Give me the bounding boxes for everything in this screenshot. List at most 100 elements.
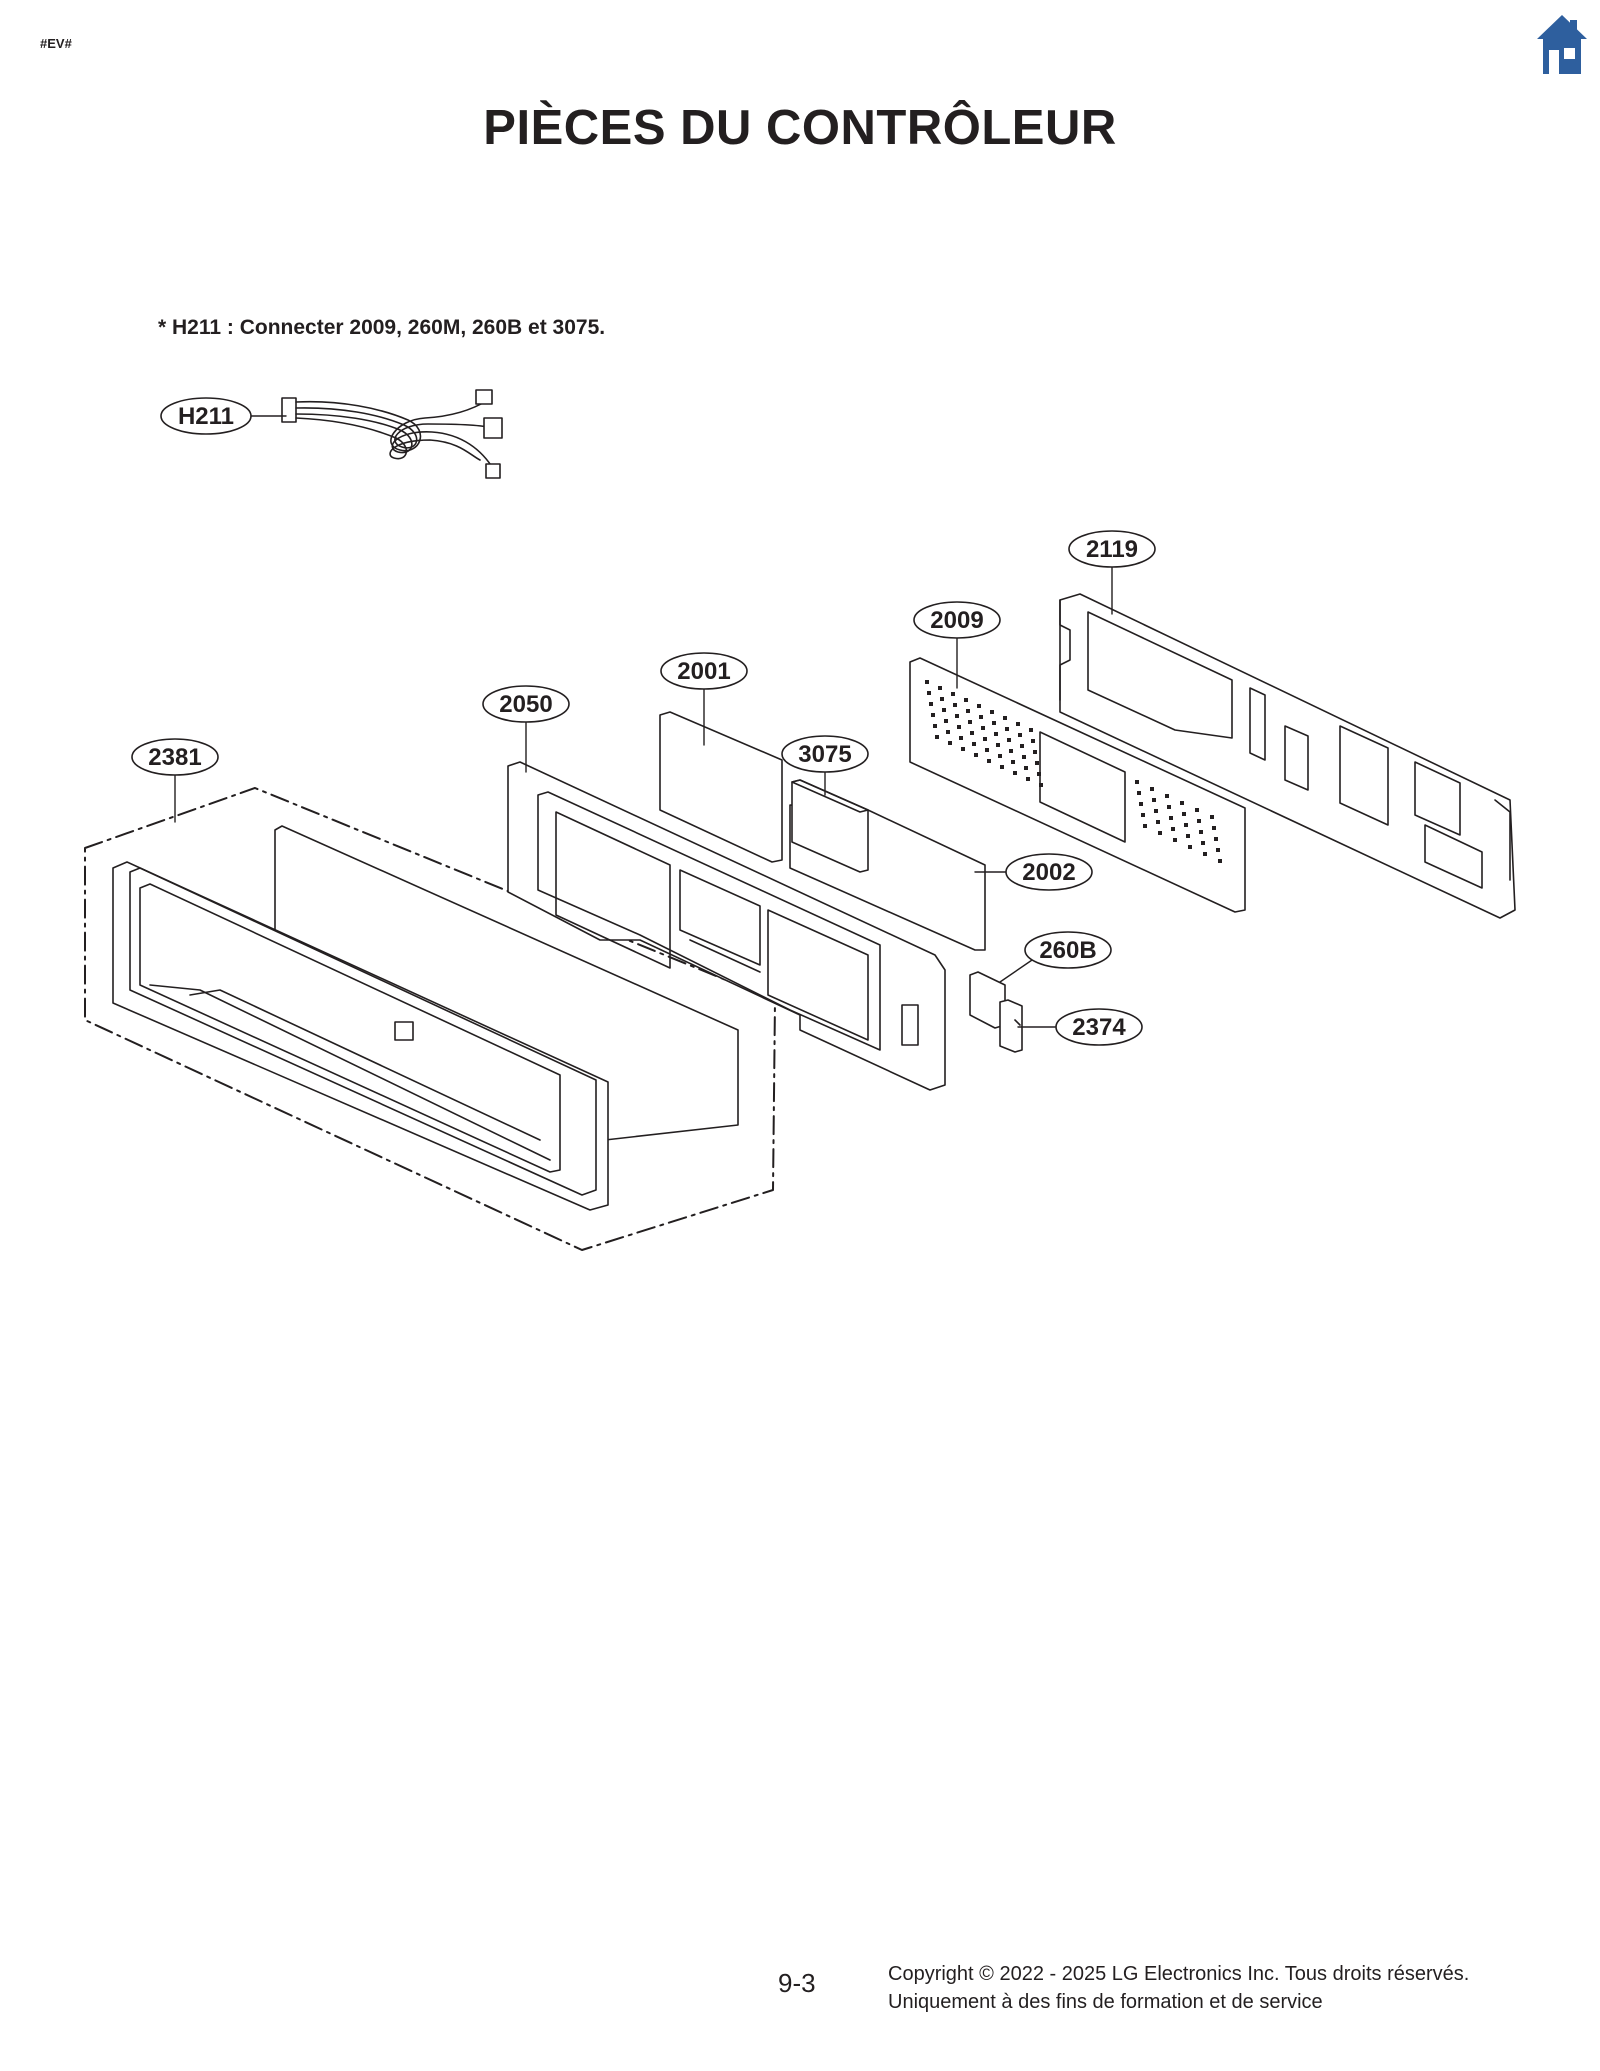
pcb-pad: [942, 708, 946, 712]
pcb-pad: [953, 703, 957, 707]
pcb-pad: [1009, 749, 1013, 753]
sheet-2001: [659, 711, 783, 863]
pcb-pad: [981, 726, 985, 730]
pcb-pad: [1195, 808, 1199, 812]
pcb-pad: [1018, 733, 1022, 737]
pcb-pad: [931, 713, 935, 717]
pcb-pad: [925, 680, 929, 684]
pcb-pad: [951, 692, 955, 696]
pcb-pad: [957, 725, 961, 729]
pcb-pad: [1003, 716, 1007, 720]
callout-3075: 3075: [798, 741, 851, 768]
copyright-notice: Copyright © 2022 - 2025 LG Electronics I…: [888, 1960, 1469, 2016]
controller-housing-2050: [507, 761, 946, 1091]
pcb-pad: [1005, 727, 1009, 731]
pcb-pad: [1039, 783, 1043, 787]
pcb-pad: [1013, 771, 1017, 775]
pcb-pad: [1026, 777, 1030, 781]
pcb-pad: [959, 736, 963, 740]
pcb-pad: [944, 719, 948, 723]
pcb-pad: [1022, 755, 1026, 759]
pcb-pad: [1029, 728, 1033, 732]
pcb-pad: [1020, 744, 1024, 748]
connection-note: * H211 : Connecter 2009, 260M, 260B et 3…: [158, 316, 606, 339]
pcb-pad: [968, 720, 972, 724]
pcb-pad: [1212, 826, 1216, 830]
leader-lines: [174, 415, 1113, 1028]
pcb-pad: [987, 759, 991, 763]
pcb-pad: [940, 697, 944, 701]
pcb-pad: [1037, 772, 1041, 776]
pcb-pad: [1007, 738, 1011, 742]
pcb-pad: [970, 731, 974, 735]
display-module-3075: [791, 779, 869, 873]
pcb-pad: [1180, 801, 1184, 805]
pcb-pad: [990, 710, 994, 714]
pcb-pad: [1143, 824, 1147, 828]
pcb-pad: [955, 714, 959, 718]
callout-2381: 2381: [148, 744, 201, 771]
pcb-pad: [933, 724, 937, 728]
pcb-pad: [985, 748, 989, 752]
pcb-pad: [1199, 830, 1203, 834]
pcb-pad: [1031, 739, 1035, 743]
part-2374: [999, 999, 1023, 1053]
pcb-pad: [992, 721, 996, 725]
pcb-pad: [961, 747, 965, 751]
pcb-pad: [1152, 798, 1156, 802]
callout-2050: 2050: [499, 691, 552, 718]
front-frame-2381: [112, 861, 609, 1211]
pcb-pad: [974, 753, 978, 757]
callout-2001: 2001: [677, 658, 730, 685]
pcb-pad: [1000, 765, 1004, 769]
pcb-pad: [1141, 813, 1145, 817]
pcb-pad: [1203, 852, 1207, 856]
pcb-pad: [1150, 787, 1154, 791]
pcb-pad: [996, 743, 1000, 747]
pcb-pad: [1016, 722, 1020, 726]
callout-2002: 2002: [1022, 859, 1075, 886]
pcb-pad: [1135, 780, 1139, 784]
pcb-pad: [929, 702, 933, 706]
pcb-pad: [1201, 841, 1205, 845]
pcb-pad: [1184, 823, 1188, 827]
pcb-pad: [1154, 809, 1158, 813]
copyright-line-2: Uniquement à des fins de formation et de…: [888, 1991, 1323, 2013]
pcb-2009: [909, 657, 1246, 913]
pcb-pad: [935, 735, 939, 739]
pcb-pad: [946, 730, 950, 734]
home-button[interactable]: [1534, 12, 1590, 78]
pcb-pad: [983, 737, 987, 741]
pcb-pad: [1167, 805, 1171, 809]
pcb-pad: [1210, 815, 1214, 819]
callout-2374: 2374: [1072, 1014, 1126, 1041]
bracket-2119: [1059, 593, 1516, 919]
pcb-pad: [1158, 831, 1162, 835]
pcb-pad: [948, 741, 952, 745]
pcb-pad: [979, 715, 983, 719]
home-icon: [1537, 15, 1587, 74]
pcb-pad: [977, 704, 981, 708]
pcb-pad: [994, 732, 998, 736]
pcb-pad: [1197, 819, 1201, 823]
pcb-pad: [1033, 750, 1037, 754]
pcb-pad: [1171, 827, 1175, 831]
pcb-pad: [1137, 791, 1141, 795]
pcb-pad: [1188, 845, 1192, 849]
callout-2119: 2119: [1086, 536, 1138, 563]
pcb-pad: [1186, 834, 1190, 838]
page-title: PIÈCES DU CONTRÔLEUR: [483, 101, 1117, 155]
pcb-pad: [1173, 838, 1177, 842]
pcb-pad: [1182, 812, 1186, 816]
pcb-pad: [1169, 816, 1173, 820]
wire-harness-h211: [281, 389, 503, 479]
pcb-pad: [1218, 859, 1222, 863]
pcb-pad: [998, 754, 1002, 758]
pcb-pad: [1011, 760, 1015, 764]
document-code: #EV#: [40, 36, 72, 51]
callout-260b: 260B: [1039, 937, 1096, 964]
pcb-pad: [1214, 837, 1218, 841]
callout-ellipses: [131, 397, 1156, 1046]
pcb-pad: [1216, 848, 1220, 852]
